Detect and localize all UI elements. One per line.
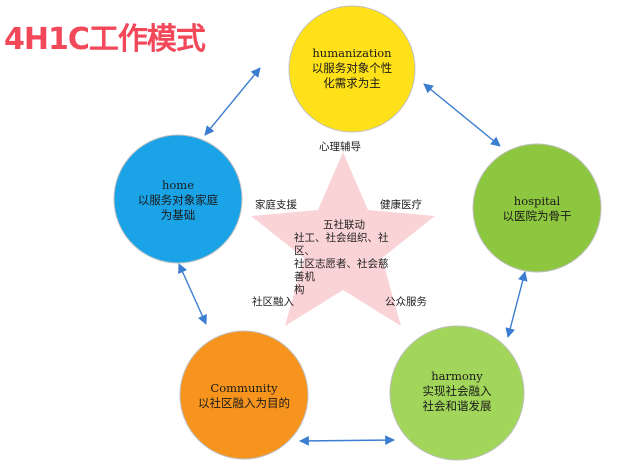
star-label-top: 心理辅导 — [319, 141, 361, 153]
node-hospital-text: hospital 以医院为骨干 — [482, 194, 592, 224]
node-humanization-circle — [288, 5, 416, 133]
node-home-circle — [113, 134, 243, 264]
node-hospital-name: hospital — [513, 194, 561, 208]
node-humanization-line-2: 化需求为主 — [323, 76, 381, 90]
center-text: 五社联动 社工、社会组织、社区、 社区志愿者、社会慈善机 构 — [294, 219, 394, 297]
star-label-lower-left: 社区融入 — [252, 296, 294, 308]
center-line-2: 社区志愿者、社会慈善机 — [294, 258, 389, 283]
node-home-line-2: 为基础 — [160, 208, 196, 222]
star-label-right: 健康医疗 — [380, 199, 422, 211]
star-label-left: 家庭支援 — [255, 199, 297, 211]
star-label-lower-right: 公众服务 — [385, 296, 427, 308]
page-title: 4H1C工作模式 — [4, 22, 206, 57]
node-hospital-circle — [472, 143, 602, 273]
center-heading: 五社联动 — [323, 219, 365, 231]
node-community-text: Community 以社区融入为目的 — [186, 381, 302, 411]
node-home-line-1: 以服务对象家庭 — [137, 193, 219, 207]
node-harmony-circle — [389, 325, 525, 461]
node-harmony-text: harmony 实现社会融入 社会和谐发展 — [402, 369, 512, 414]
node-humanization-name: humanization — [312, 46, 392, 60]
node-hospital-line-1: 以医院为骨干 — [502, 209, 572, 223]
center-star — [251, 152, 435, 326]
node-harmony-line-2: 社会和谐发展 — [422, 399, 492, 413]
node-home-text: home 以服务对象家庭 为基础 — [124, 178, 232, 223]
node-harmony-line-1: 实现社会融入 — [422, 384, 492, 398]
center-line-1: 社工、社会组织、社区、 — [294, 232, 389, 257]
node-home-name: home — [161, 178, 195, 192]
node-community-line-1: 以社区融入为目的 — [198, 396, 290, 410]
node-community-name: Community — [210, 381, 278, 395]
node-harmony-name: harmony — [431, 369, 483, 383]
node-community-circle — [179, 330, 309, 460]
arrow-home-humanization — [204, 67, 261, 136]
node-humanization-line-1: 以服务对象个性 — [311, 61, 393, 75]
arrow-community-harmony — [299, 435, 395, 446]
center-line-3: 构 — [294, 284, 305, 296]
node-humanization-text: humanization 以服务对象个性 化需求为主 — [300, 46, 404, 91]
arrow-hospital-harmony — [505, 271, 528, 338]
arrow-home-community — [178, 263, 207, 325]
arrow-humanization-hospital — [423, 83, 501, 147]
